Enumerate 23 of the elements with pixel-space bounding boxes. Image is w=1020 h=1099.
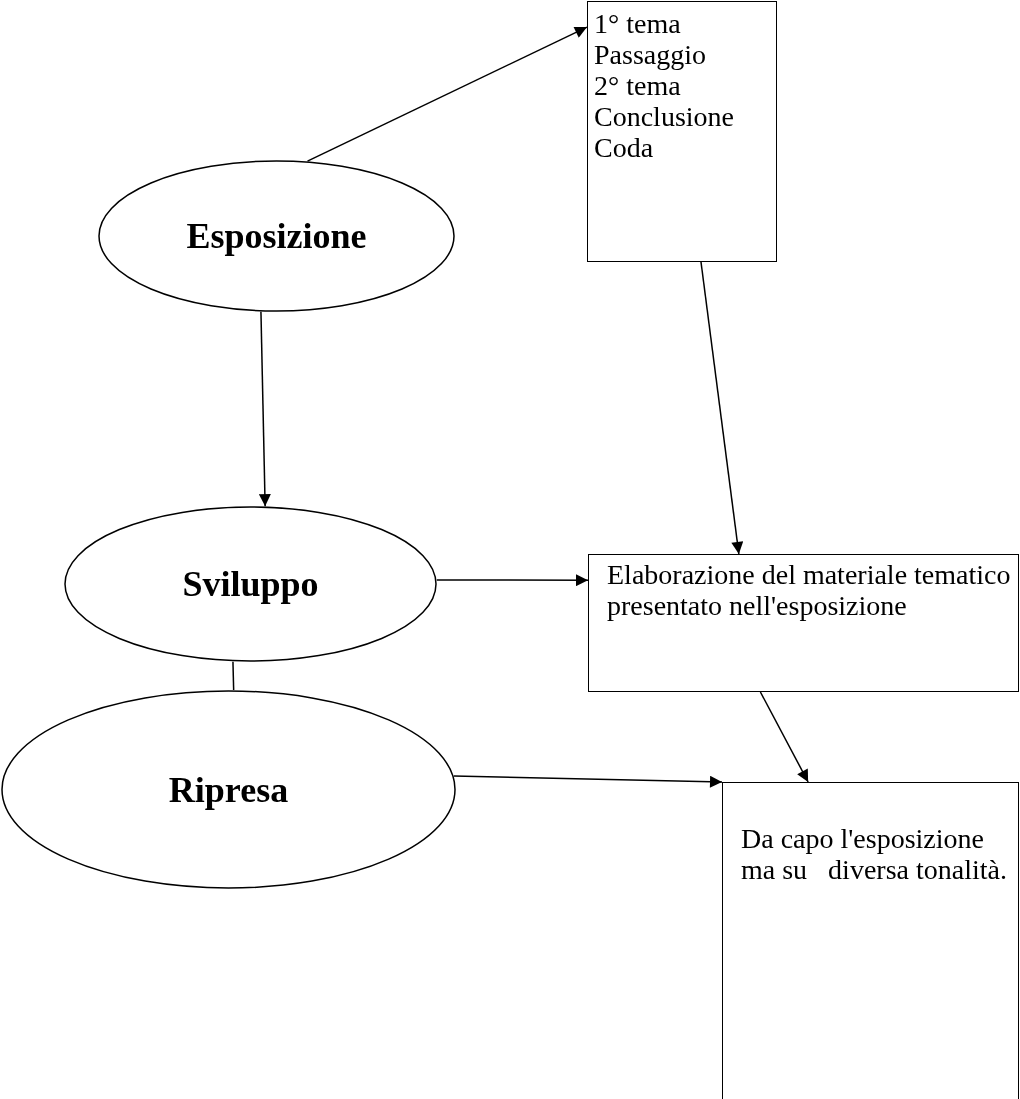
text-box — [722, 782, 1019, 1099]
ellipse-node — [64, 506, 437, 662]
text-box — [587, 1, 777, 262]
box-text: 2° tema — [594, 70, 682, 101]
text-box — [588, 554, 1019, 692]
arrow — [700, 261, 744, 555]
ellipse-node — [98, 160, 455, 312]
box-text: 1° tema — [594, 8, 682, 39]
box-text: Passaggio — [594, 39, 707, 70]
arrow — [436, 574, 589, 587]
box-text: Elaborazione del materiale tematico presentato nell'esposizione — [607, 559, 1012, 621]
ellipse-node — [1, 690, 456, 889]
arrow — [258, 310, 271, 507]
arrow — [453, 775, 723, 788]
arrow — [306, 26, 588, 162]
node-title: Sviluppo — [182, 563, 319, 605]
box-text: Conclusione — [594, 101, 735, 132]
node-title: Esposizione — [186, 215, 367, 257]
arrow — [759, 691, 809, 783]
box-text: Da capo l'esposizione ma su diversa tonalità. — [741, 823, 1008, 885]
box-text: Coda — [594, 132, 655, 163]
connector-line — [232, 660, 235, 691]
node-title: Ripresa — [168, 768, 289, 811]
